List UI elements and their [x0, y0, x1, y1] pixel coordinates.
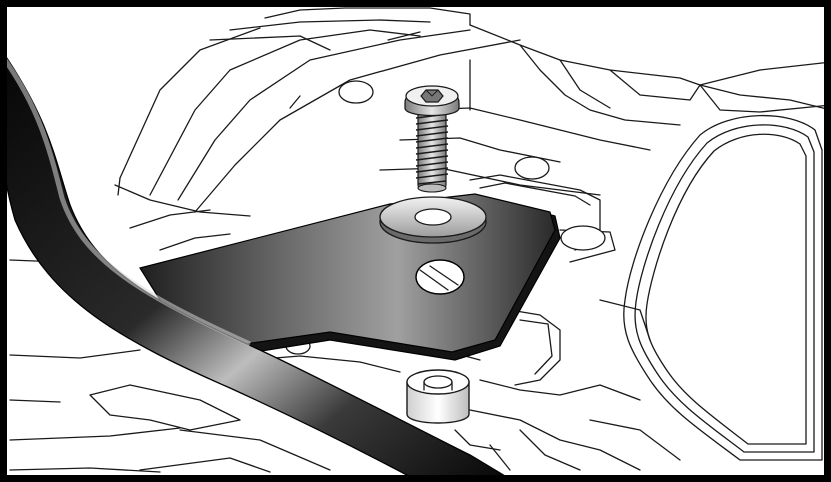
spacer-boss [406, 369, 470, 424]
flat-washer [379, 196, 487, 244]
button-head-socket-screw [404, 85, 460, 193]
tube-bar [0, 46, 517, 482]
